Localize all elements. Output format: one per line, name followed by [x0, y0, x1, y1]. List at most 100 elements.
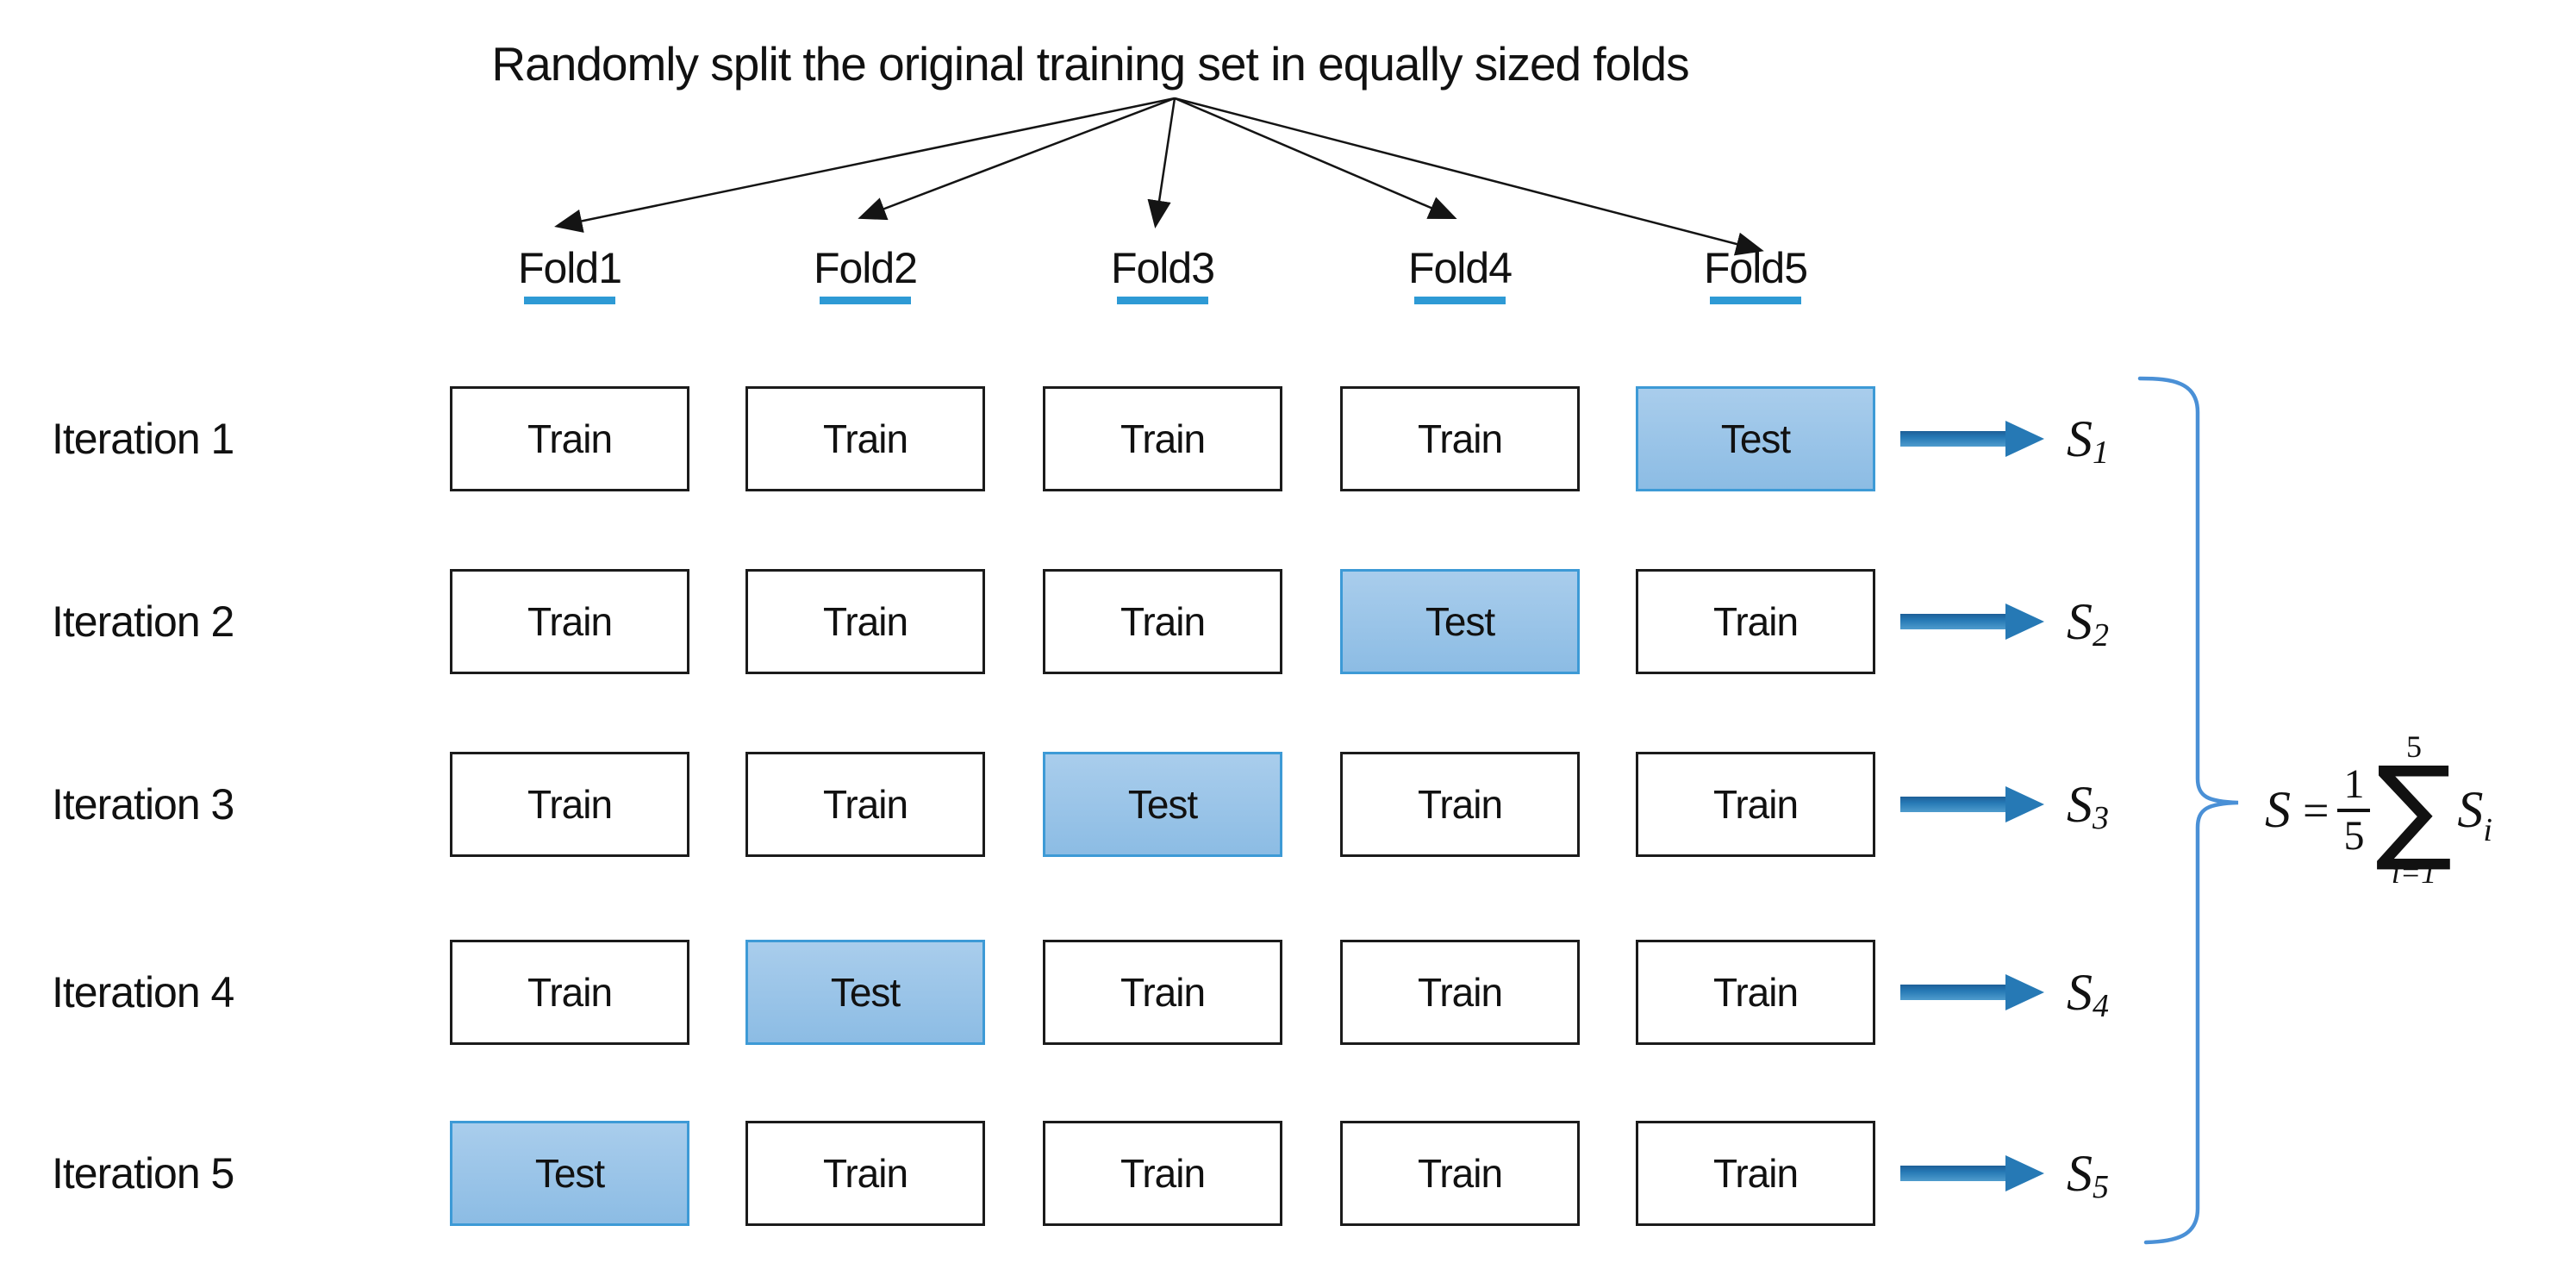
fold-underline	[524, 297, 615, 304]
cell-label: Train	[1120, 599, 1206, 644]
train-cell: Train	[1636, 1121, 1875, 1226]
split-arrow	[858, 97, 1176, 221]
split-arrow	[554, 97, 1176, 233]
cell-label: Train	[527, 416, 613, 461]
train-cell: Train	[745, 569, 985, 674]
result-arrow-icon	[1900, 421, 2044, 457]
iteration-label: Iteration 5	[52, 1149, 234, 1198]
split-arrow	[1174, 97, 1457, 219]
score-subscript: 3	[2093, 800, 2109, 836]
fold-label: Fold2	[813, 244, 918, 292]
cell-label: Train	[822, 1151, 908, 1196]
cell-label: Test	[830, 970, 901, 1015]
fraction-numerator: 1	[2343, 760, 2365, 807]
cell-label: Train	[527, 970, 613, 1015]
split-arrow	[1174, 97, 1764, 256]
train-cell: Train	[1043, 940, 1282, 1045]
score-base: S	[2067, 592, 2093, 650]
train-cell: Train	[745, 1121, 985, 1226]
train-cell: Train	[450, 940, 689, 1045]
cell-label: Train	[1120, 416, 1206, 461]
fold-header-5: Fold5	[1661, 244, 1850, 304]
fold-label: Fold4	[1407, 244, 1513, 292]
fold-label: Fold1	[517, 244, 622, 292]
cell-label: Train	[1417, 1151, 1503, 1196]
iteration-label: Iteration 3	[52, 780, 234, 829]
cell-label: Train	[1417, 416, 1503, 461]
train-cell: Train	[1340, 386, 1580, 491]
cell-label: Train	[1712, 599, 1799, 644]
formula-lhs: S	[2265, 781, 2291, 838]
cell-label: Test	[1720, 416, 1791, 461]
cell-label: Train	[822, 599, 908, 644]
test-cell: Test	[1043, 752, 1282, 857]
sum-lower-limit: i=1	[2391, 854, 2437, 890]
test-cell: Test	[1340, 569, 1580, 674]
fold-underline	[1710, 297, 1801, 304]
cell-label: Train	[1417, 782, 1503, 827]
train-cell: Train	[1043, 569, 1282, 674]
result-arrow-icon	[1900, 1155, 2044, 1191]
test-cell: Test	[450, 1121, 689, 1226]
fold-header-3: Fold3	[1068, 244, 1257, 304]
fold-underline	[1414, 297, 1506, 304]
cell-label: Train	[527, 599, 613, 644]
split-arrow	[1147, 97, 1176, 228]
score-base: S	[2067, 1144, 2093, 1202]
term-base: S	[2457, 781, 2484, 838]
train-cell: Train	[745, 386, 985, 491]
sigma-icon: ∑	[2375, 742, 2453, 876]
train-cell: Train	[450, 569, 689, 674]
test-cell: Test	[745, 940, 985, 1045]
cell-label: Train	[1417, 970, 1503, 1015]
score-subscript: 2	[2093, 617, 2109, 654]
formula-equals: =	[2303, 784, 2330, 836]
term-subscript: i	[2483, 812, 2492, 848]
fold-underline	[820, 297, 911, 304]
cell-label: Train	[1712, 1151, 1799, 1196]
cell-label: Train	[527, 782, 613, 827]
fold-header-1: Fold1	[475, 244, 664, 304]
score-subscript: 4	[2093, 988, 2109, 1024]
fold-label: Fold3	[1110, 244, 1215, 292]
cell-label: Train	[1712, 782, 1799, 827]
score-subscript: 5	[2093, 1169, 2109, 1205]
train-cell: Train	[1636, 569, 1875, 674]
train-cell: Train	[450, 386, 689, 491]
fold-header-2: Fold2	[770, 244, 960, 304]
train-cell: Train	[1636, 752, 1875, 857]
formula-summation: 5 ∑ i=1	[2375, 731, 2452, 888]
cell-label: Test	[1425, 599, 1495, 644]
train-cell: Train	[1043, 1121, 1282, 1226]
train-cell: Train	[450, 752, 689, 857]
train-cell: Train	[1340, 940, 1580, 1045]
train-cell: Train	[1043, 386, 1282, 491]
train-cell: Train	[1340, 1121, 1580, 1226]
test-cell: Test	[1636, 386, 1875, 491]
cell-label: Train	[822, 782, 908, 827]
score-base: S	[2067, 410, 2093, 467]
cell-label: Train	[822, 416, 908, 461]
formula-term: Si	[2457, 780, 2492, 848]
score-base: S	[2067, 963, 2093, 1021]
cell-label: Train	[1120, 1151, 1206, 1196]
iteration-label: Iteration 1	[52, 415, 234, 463]
cell-label: Test	[534, 1151, 605, 1196]
result-arrow-icon	[1900, 786, 2044, 822]
diagram-title: Randomly split the original training set…	[491, 37, 1689, 91]
fold-underline	[1117, 297, 1208, 304]
aggregate-formula: S = 1 5 5 ∑ i=1 Si	[2265, 709, 2492, 911]
train-cell: Train	[1636, 940, 1875, 1045]
formula-fraction: 1 5	[2337, 760, 2371, 858]
cell-label: Train	[1120, 970, 1206, 1015]
score-base: S	[2067, 775, 2093, 833]
